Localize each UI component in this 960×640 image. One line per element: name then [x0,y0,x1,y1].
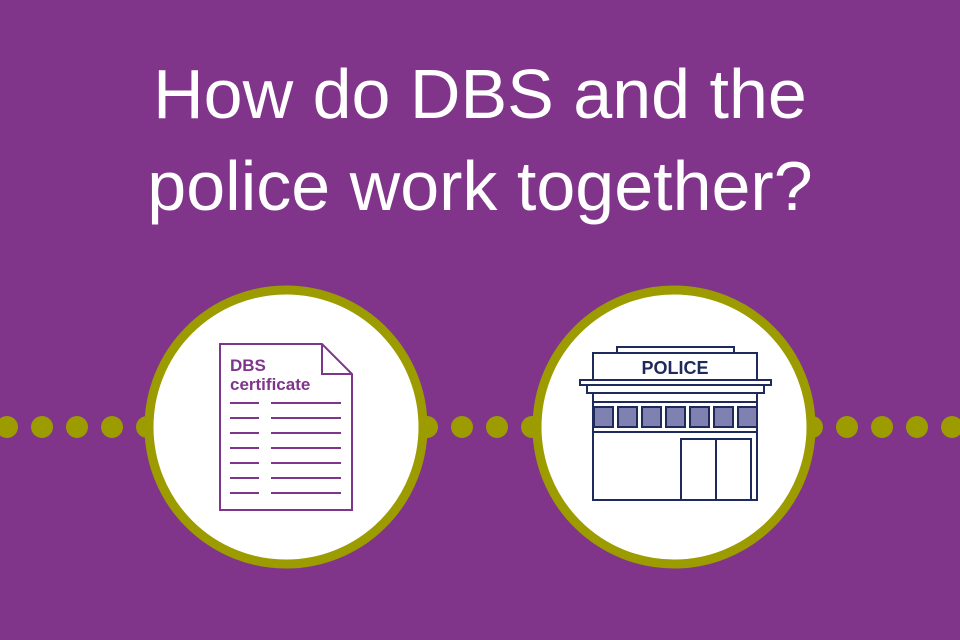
connector-dot [66,416,88,438]
windows [593,406,758,428]
headline-line-1: How do DBS and the [153,55,807,133]
connector-dot [451,416,473,438]
connector-dot [101,416,123,438]
connector-dot [871,416,893,438]
window [689,406,710,428]
window [641,406,662,428]
window [593,406,614,428]
certificate-title: DBS [230,356,266,375]
window [713,406,734,428]
police-sign-text: POLICE [641,358,708,378]
connector-dot [906,416,928,438]
police-station-icon [579,346,772,501]
window [737,406,758,428]
connector-dot [486,416,508,438]
certificate-icon [219,343,353,511]
connector-dot [31,416,53,438]
connector-dot [941,416,960,438]
connector-dot [836,416,858,438]
dotted-connector [0,416,960,438]
headline: How do DBS and the police work together? [0,48,960,232]
connector-dot [0,416,18,438]
window [665,406,686,428]
certificate-subtitle: certificate [230,375,310,394]
window [617,406,638,428]
headline-line-2: police work together? [147,147,813,225]
